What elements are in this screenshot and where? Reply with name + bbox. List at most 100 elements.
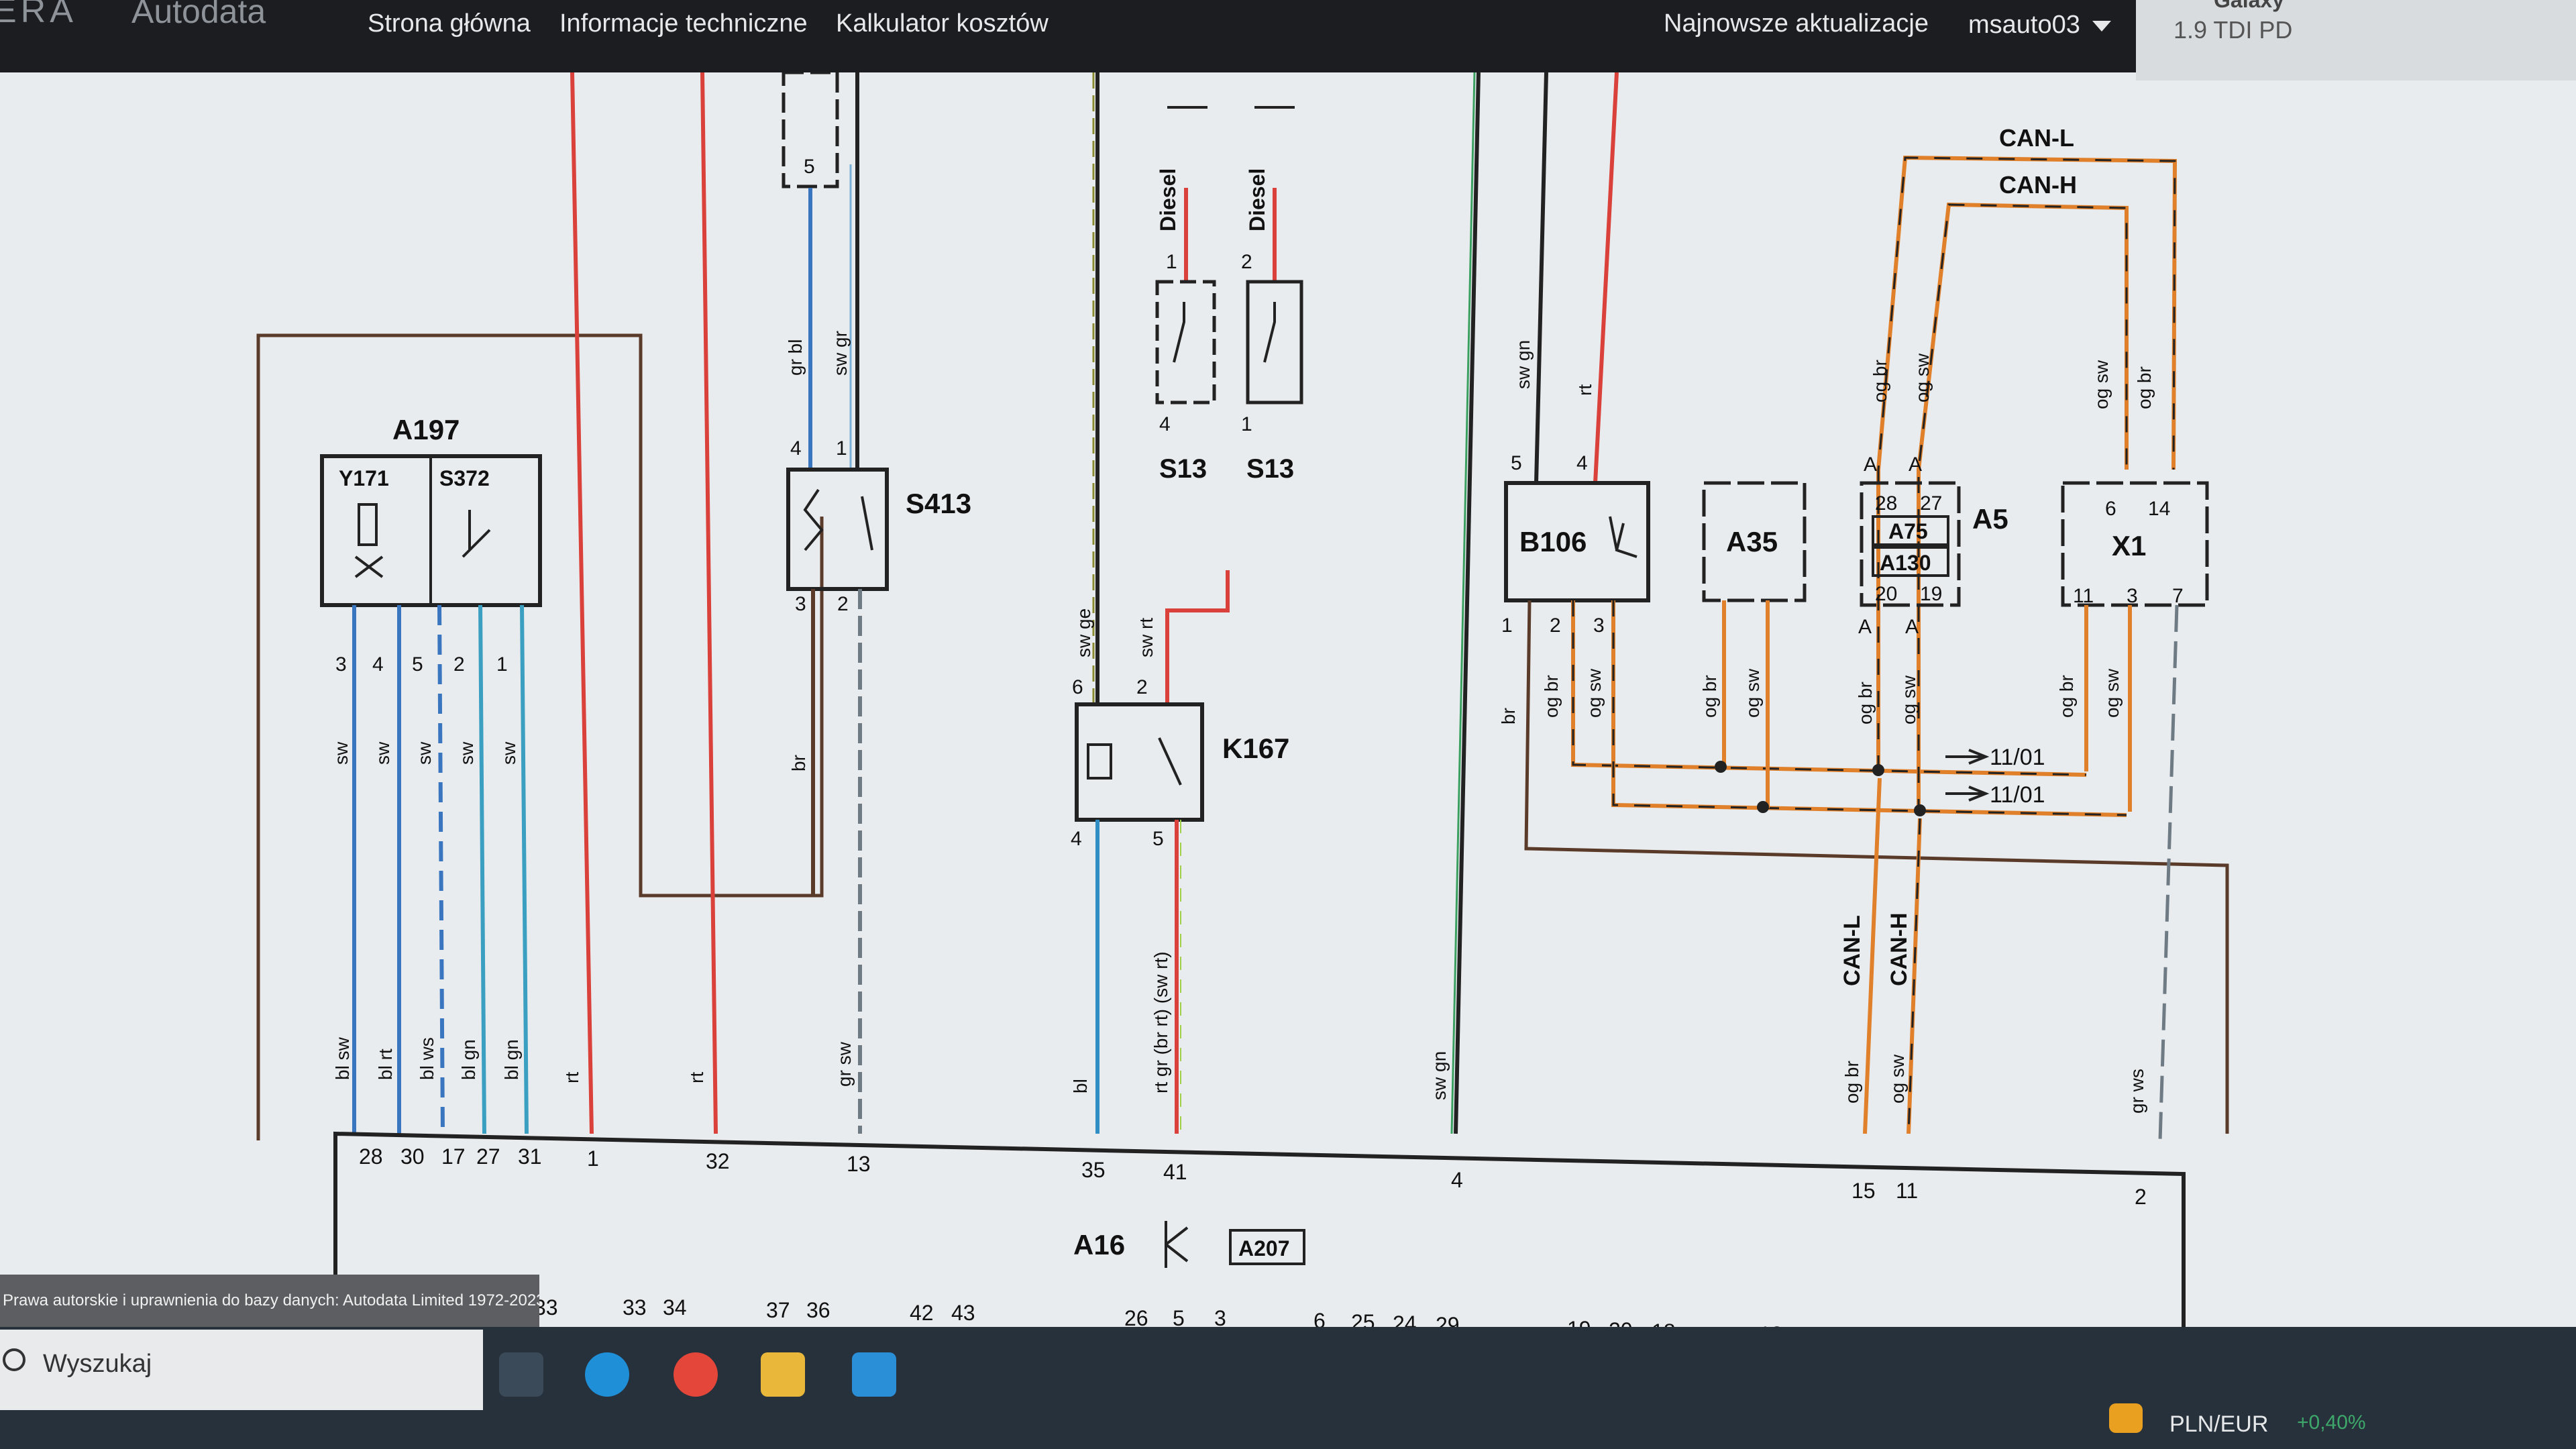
x1-pin: 3 [2127,585,2138,607]
a197-title: A197 [392,414,460,445]
a197-wire-color: sw [414,741,435,765]
a16-pin: 28 [359,1144,383,1169]
s413-wire-color: gr sw [834,1041,855,1087]
a197-wire-color: sw [331,741,352,765]
a197-wire-color: bl rt [375,1049,396,1080]
b106-pin: 2 [1550,614,1561,637]
edge-browser-icon[interactable] [585,1352,629,1397]
a5-marker: A [1858,616,1872,638]
a16-pin: 11 [1896,1179,1918,1203]
s413-pin: 4 [790,437,802,460]
a197-wire-color: bl gn [501,1039,522,1080]
brand-logo[interactable]: ERA [0,0,77,30]
s13-pin: 2 [1241,251,1252,273]
nav-technical-info[interactable]: Informacje techniczne [559,9,808,38]
a16-pin: 36 [806,1298,830,1322]
x1-title: X1 [2112,530,2146,561]
s413-title: S413 [906,488,971,519]
k167-pin: 5 [1152,828,1164,850]
a16-pin: 16 [1929,1326,1953,1327]
s13-pin: 1 [1241,413,1252,435]
b106-wire-color: og sw [1584,668,1605,718]
k167-relay-box [1075,702,1204,822]
file-explorer-icon[interactable] [761,1352,805,1397]
a35-box [1702,481,1807,602]
k167-wire-color: rt gr (br rt) (sw rt) [1150,951,1171,1093]
a197-wire-color: sw [372,741,393,765]
a16-pin: 32 [706,1149,730,1173]
a16-pin: 12 [1759,1322,1783,1327]
a5-marker: A [1909,453,1922,476]
a16-pin: 15 [1851,1179,1876,1203]
can-l-label: CAN-L [1999,124,2074,152]
a197-pin: 5 [412,653,423,676]
chrome-browser-icon[interactable] [674,1352,718,1397]
vehicle-model: Galaxy [2214,0,2284,12]
copyright-notice: Prawa autorskie i uprawnienia do bazy da… [0,1275,539,1327]
a197-pin: 3 [335,653,347,676]
task-view-icon[interactable] [499,1352,543,1397]
a16-pin: 13 [847,1152,871,1176]
currency-pair[interactable]: PLN/EUR [2169,1411,2269,1437]
b106-wire-color: og br [1541,675,1562,718]
a35-wire-color: og sw [1742,668,1763,718]
nav-home[interactable]: Strona główna [368,9,531,38]
k167-wire-color: bl [1070,1079,1091,1093]
a197-wire-color: sw [456,741,477,765]
nav-latest-updates[interactable]: Najnowsze aktualizacje [1664,9,1929,38]
chevron-down-icon [2092,20,2111,32]
user-menu[interactable]: msauto03 [1968,11,2111,40]
b106-wire-color: br [1498,708,1519,724]
x1-wire-color: og sw [2102,668,2123,718]
currency-change: +0,40% [2297,1411,2366,1434]
b106-wire-color: sw gn [1513,340,1534,389]
a35-title: A35 [1726,526,1778,557]
a5-wire-color: og sw [1898,675,1919,724]
b106-wire-color: rt [1574,384,1595,396]
diesel-label: Diesel [1245,168,1269,231]
a16-title: A16 [1073,1229,1125,1260]
a16-pin: 24 [1393,1311,1417,1327]
a16-pin: 25 [1351,1310,1375,1327]
search-icon [3,1348,25,1371]
brand-autodata[interactable]: Autodata [131,0,266,30]
diesel-label: Diesel [1156,168,1180,231]
y171-label: Y171 [339,466,389,490]
mail-icon[interactable] [852,1352,896,1397]
a197-wire-color: sw [498,741,519,765]
can-h-label-lower: CAN-H [1886,912,1912,986]
s13-title-b: S13 [1246,454,1294,484]
b106-sensor-box [1504,481,1650,602]
a197-pin: 4 [372,653,384,676]
s413-pin: 2 [837,593,849,615]
k167-pin: 4 [1071,828,1082,850]
a16-pin: 29 [1436,1313,1460,1327]
currency-widget-icon[interactable] [2109,1403,2143,1433]
crossref-label: 11/01 [1990,782,2045,808]
a5-wire-color: og br [1870,360,1890,402]
x1-wire-color: og br [2134,366,2155,409]
s13-switch-b [1246,280,1303,405]
a16-pin: 5 [1173,1306,1185,1327]
wire-color: rt [561,1072,582,1083]
can-h-label: CAN-H [1999,171,2077,199]
nav-cost-calculator[interactable]: Kalkulator kosztów [836,9,1049,38]
a16-pin: 6 [1313,1309,1326,1327]
b106-pin: 5 [1511,452,1522,474]
a5-pin: 27 [1920,492,1942,515]
a197-wire-color: bl ws [417,1037,437,1080]
k167-pin: 6 [1072,676,1083,698]
s13-pin: 4 [1159,413,1171,435]
taskbar-search[interactable] [0,1330,483,1410]
a5-pin: 19 [1920,583,1942,605]
vehicle-panel [2136,0,2576,80]
s413-wire-color: sw gr [830,331,851,376]
search-placeholder: Wyszukaj [43,1350,152,1378]
a197-wire-color: bl sw [332,1036,353,1080]
a16-pin: 35 [1081,1158,1106,1182]
a130-label: A130 [1880,551,1931,575]
x1-wire-color: og br [2056,675,2077,718]
x1-wire-color: og sw [2091,360,2112,409]
k167-wire-color: sw rt [1136,618,1157,657]
a16-pin: 4 [1451,1168,1463,1192]
